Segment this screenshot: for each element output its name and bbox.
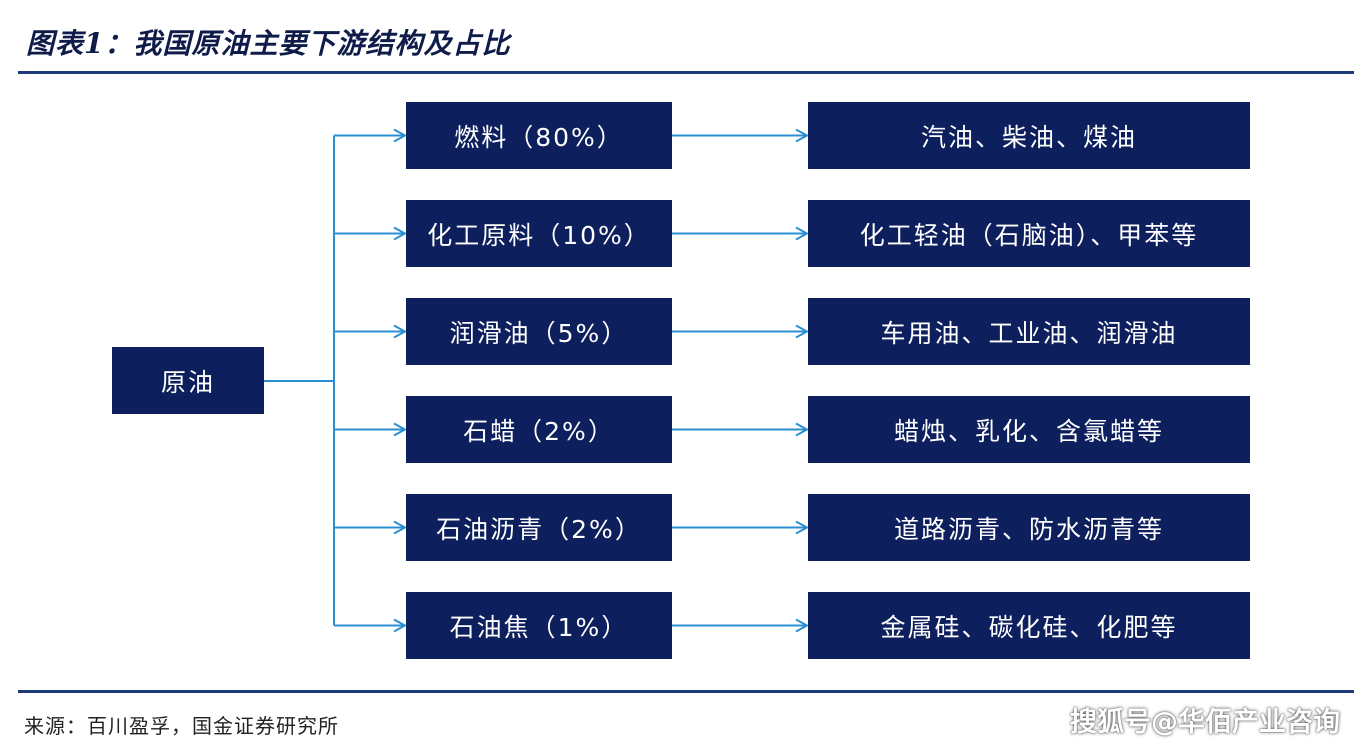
page-title: 图表1：我国原油主要下游结构及占比 — [26, 27, 511, 60]
footer-divider — [18, 690, 1354, 693]
products-box: 车用油、工业油、润滑油 — [808, 298, 1250, 365]
category-box: 石油沥青（2%） — [406, 494, 672, 561]
title-divider — [18, 71, 1354, 74]
category-box: 润滑油（5%） — [406, 298, 672, 365]
category-box: 燃料（80%） — [406, 102, 672, 169]
watermark: 搜狐号@华佰产业咨询 — [1070, 707, 1340, 738]
category-box: 化工原料（10%） — [406, 200, 672, 267]
products-box: 汽油、柴油、煤油 — [808, 102, 1250, 169]
products-box: 道路沥青、防水沥青等 — [808, 494, 1250, 561]
category-box: 石油焦（1%） — [406, 592, 672, 659]
root-node-crude-oil: 原油 — [112, 347, 264, 414]
category-box: 石蜡（2%） — [406, 396, 672, 463]
products-box: 化工轻油（石脑油）、甲苯等 — [808, 200, 1250, 267]
products-box: 金属硅、碳化硅、化肥等 — [808, 592, 1250, 659]
products-box: 蜡烛、乳化、含氯蜡等 — [808, 396, 1250, 463]
source-note: 来源：百川盈孚，国金证券研究所 — [24, 714, 339, 738]
